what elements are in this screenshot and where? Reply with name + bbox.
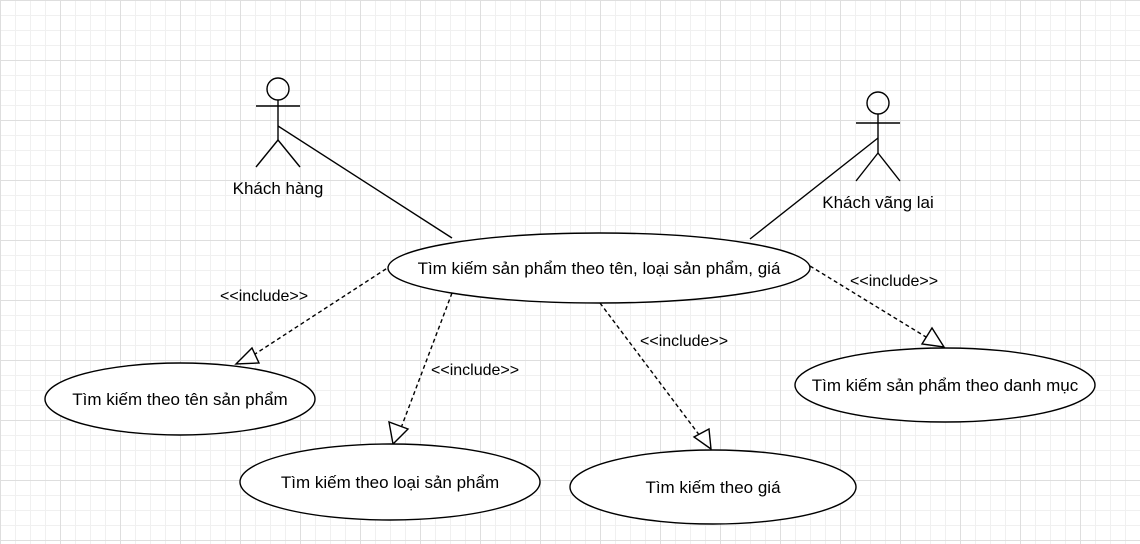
include-relation-by-name: <<include>>	[220, 264, 393, 365]
use-case-label: Tìm kiếm theo loại sản phẩm	[281, 473, 499, 492]
include-label: <<include>>	[431, 362, 519, 379]
use-case-label: Tìm kiếm sản phẩm theo danh mục	[812, 376, 1079, 395]
include-relation-by-category: <<include>>	[809, 265, 946, 348]
include-label: <<include>>	[640, 333, 728, 350]
include-relation-by-type: <<include>>	[388, 292, 519, 446]
use-case-main[interactable]: Tìm kiếm sản phẩm theo tên, loại sản phẩ…	[387, 232, 811, 304]
include-label: <<include>>	[220, 288, 308, 305]
association-line-khach-hang	[277, 125, 453, 239]
use-case-label: Tìm kiếm sản phẩm theo tên, loại sản phẩ…	[418, 259, 781, 278]
actor-label: Khách hàng	[233, 179, 324, 198]
use-case-label: Tìm kiếm theo giá	[645, 478, 781, 497]
use-case-by-type[interactable]: Tìm kiếm theo loại sản phẩm	[239, 443, 541, 521]
use-case-label: Tìm kiếm theo tên sản phẩm	[72, 390, 287, 409]
actor-khach-vang-lai[interactable]: Khách vãng lai	[822, 91, 934, 212]
use-case-by-price[interactable]: Tìm kiếm theo giá	[569, 449, 857, 525]
include-relation-by-price: <<include>>	[599, 302, 728, 451]
use-case-by-name[interactable]: Tìm kiếm theo tên sản phẩm	[44, 362, 316, 436]
include-label: <<include>>	[850, 273, 938, 290]
association-line-khach-vang-lai	[749, 137, 879, 240]
actor-label: Khách vãng lai	[822, 193, 934, 212]
actor-khach-hang[interactable]: Khách hàng	[233, 77, 324, 198]
use-case-by-category[interactable]: Tìm kiếm sản phẩm theo danh mục	[794, 347, 1096, 423]
